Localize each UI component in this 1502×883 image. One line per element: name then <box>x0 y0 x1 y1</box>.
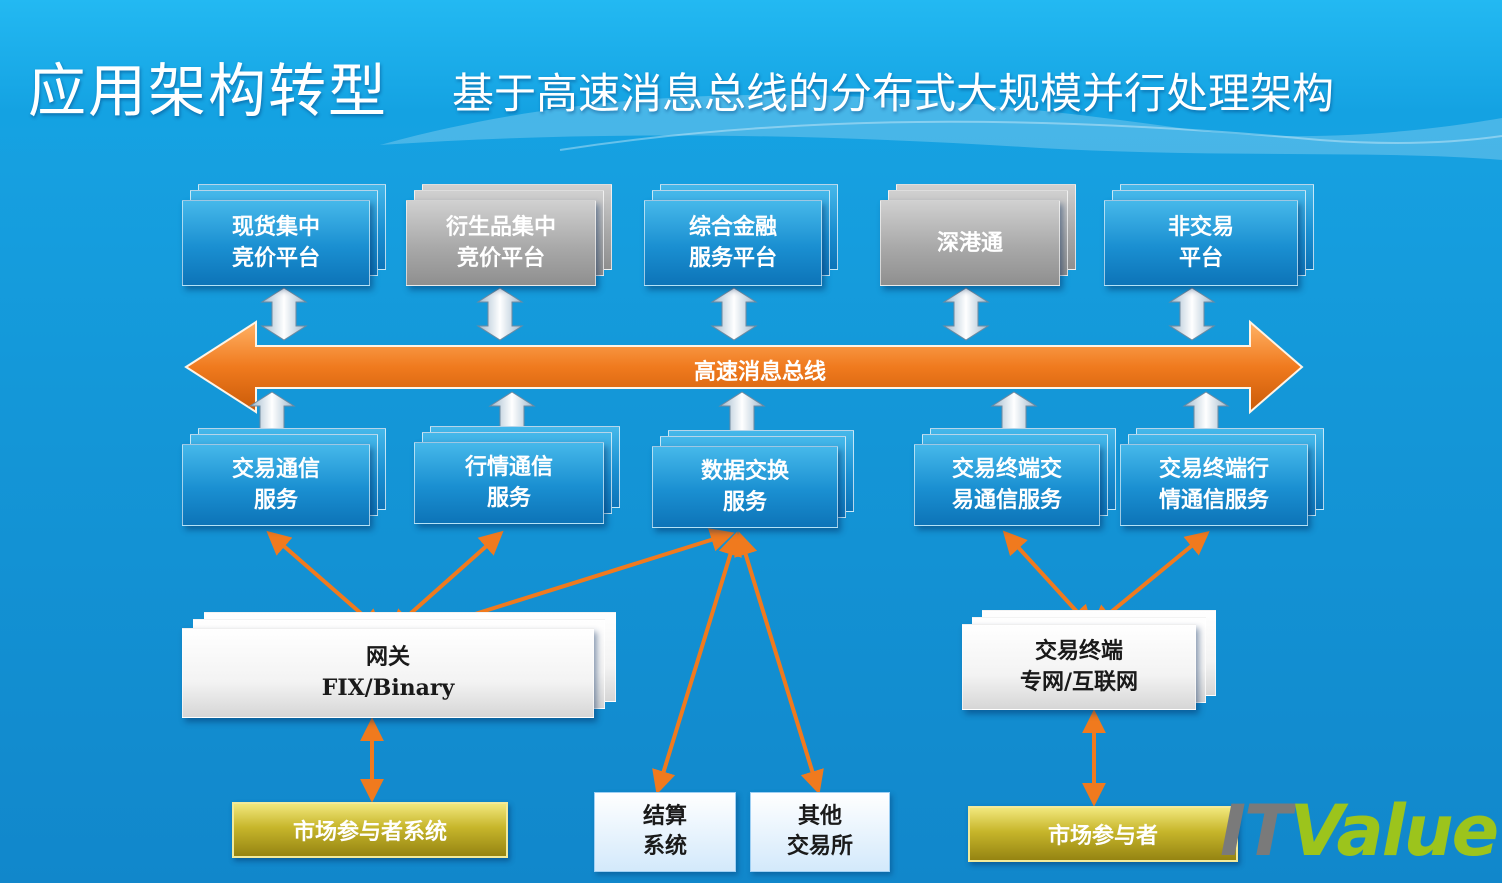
logo-it: IT <box>1220 790 1292 872</box>
service-terminal-market-data: 交易终端行 情通信服务 <box>1120 428 1324 526</box>
service-terminal-trade-communication: 交易终端交 易通信服务 <box>914 428 1116 526</box>
service-label: 交易通信 服务 <box>182 444 370 526</box>
service-label: 行情通信 服务 <box>414 442 604 524</box>
page-title: 应用架构转型 <box>28 57 389 125</box>
platform-financial-services: 综合金融 服务平台 <box>644 184 838 286</box>
trading-terminal-network: 交易终端 专网/互联网 <box>962 610 1216 710</box>
connector-data-exchange-other-exchanges <box>734 531 824 795</box>
market-participant-systems: 市场参与者系统 <box>232 802 508 858</box>
gateway-label: 网关 FIX/Binary <box>182 628 594 718</box>
platform-label: 衍生品集中 竞价平台 <box>406 200 596 286</box>
terminal-label: 交易终端 专网/互联网 <box>962 624 1196 710</box>
service-data-exchange: 数据交换 服务 <box>652 430 854 528</box>
page-subtitle: 基于高速消息总线的分布式大规模并行处理架构 <box>452 69 1335 118</box>
logo-value: Value <box>1289 790 1499 872</box>
platform-spot-trading: 现货集中 竞价平台 <box>182 184 386 286</box>
message-bus-arrow <box>184 319 1304 415</box>
service-label: 数据交换 服务 <box>652 446 838 528</box>
connector-data-exchange-settlement <box>652 531 742 795</box>
platform-bus-arrow-3 <box>710 287 758 341</box>
platform-label: 现货集中 竞价平台 <box>182 200 370 286</box>
service-label: 交易终端交 易通信服务 <box>914 444 1100 526</box>
platform-label: 非交易 平台 <box>1104 200 1298 286</box>
service-market-data-communication: 行情通信 服务 <box>414 426 620 524</box>
platform-non-trading: 非交易 平台 <box>1104 184 1314 286</box>
settlement-system: 结算 系统 <box>594 792 736 872</box>
platform-bus-arrow-4 <box>942 287 990 341</box>
platform-bus-arrow-2 <box>476 287 524 341</box>
platform-shenzhen-hongkong: 深港通 <box>880 184 1076 286</box>
title-banner <box>0 0 1502 160</box>
other-exchanges: 其他 交易所 <box>750 792 890 872</box>
message-bus-label: 高速消息总线 <box>693 359 826 385</box>
title-wave-decoration <box>380 94 1502 160</box>
market-participants: 市场参与者 <box>968 806 1238 862</box>
gateway-fix-binary: 网关 FIX/Binary <box>182 612 618 718</box>
platform-derivatives: 衍生品集中 竞价平台 <box>406 184 612 286</box>
service-trade-communication: 交易通信 服务 <box>182 428 386 526</box>
platform-label: 综合金融 服务平台 <box>644 200 822 286</box>
platform-label: 深港通 <box>880 200 1060 286</box>
service-label: 交易终端行 情通信服务 <box>1120 444 1308 526</box>
itvalue-logo: ITValue <box>1220 790 1499 872</box>
platform-bus-arrow-5 <box>1168 287 1216 341</box>
platform-bus-arrow-1 <box>260 287 308 341</box>
